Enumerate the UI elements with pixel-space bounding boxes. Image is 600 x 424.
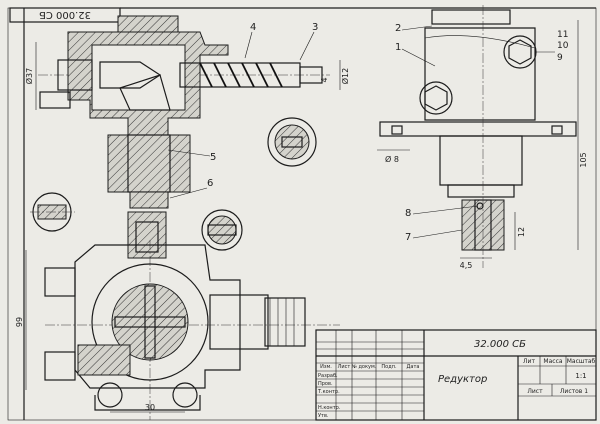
callout-9: 9 [557, 53, 563, 63]
title-block-header-list: Лист [338, 364, 351, 370]
side-view [379, 5, 577, 268]
coupling-part-view [127, 211, 167, 259]
callout-3: 3 [312, 22, 318, 33]
dimension-group-main: Ø37 Ø12 4 [24, 42, 350, 110]
main-section-view [38, 15, 330, 209]
title-block-name: Редуктор [438, 374, 487, 385]
dim-12-vertical: 12 [517, 227, 526, 237]
title-block-row-razrab: Разраб. [318, 373, 338, 379]
title-block-sheets: Листов 1 [560, 388, 588, 395]
title-block-row-nkontr: Н.контр. [318, 405, 341, 411]
section-view-circle-left [30, 192, 75, 232]
section-view-circle-mid [201, 209, 243, 251]
title-block: 32.000 СБ Редуктор Лит Масса Масштаб 1:1… [315, 329, 597, 421]
callout-7: 7 [405, 232, 411, 243]
dimension-group-side: Ø 8 105 12 4,5 [377, 20, 588, 270]
title-block-lit: Лит [523, 358, 535, 365]
section-view-circle-right [267, 117, 317, 167]
callout-group-side: 2 1 11 10 9 8 7 [395, 23, 569, 243]
title-block-row-utv: Утв. [318, 413, 329, 419]
callout-11: 11 [557, 30, 568, 40]
dim-4: 4 [320, 77, 329, 82]
callout-10: 10 [557, 41, 569, 51]
callout-5: 5 [210, 152, 216, 163]
title-block-code: 32.000 СБ [474, 339, 526, 350]
title-block-scale-label: Масштаб [567, 358, 596, 365]
dim-diameter-37: Ø37 [24, 68, 34, 84]
title-block-row-tkontr: Т.контр. [317, 389, 340, 395]
rotated-stamp-code: 32.000 СБ [39, 9, 91, 20]
rotated-stamp: 32.000 СБ [9, 7, 121, 23]
dim-30: 30 [145, 403, 155, 412]
callout-1: 1 [395, 42, 401, 53]
title-block-header-date: Дата [407, 364, 420, 370]
title-block-header-sign: Подп. [381, 364, 397, 370]
title-block-mass: Масса [543, 358, 562, 365]
title-block-sheet: Лист [527, 388, 543, 395]
callout-8: 8 [405, 208, 411, 219]
title-block-row-prov: Пров. [318, 381, 333, 387]
callout-2: 2 [395, 23, 401, 34]
title-block-scale: 1:1 [575, 372, 586, 380]
dimension-group-bottom: 99 30 [15, 250, 185, 413]
dim-99: 99 [15, 317, 24, 327]
callout-4: 4 [250, 22, 256, 33]
bottom-plan-view [44, 240, 340, 420]
dim-4-5: 4,5 [460, 261, 473, 270]
dim-105: 105 [579, 152, 588, 167]
callout-group-main: 4 3 5 6 [167, 22, 318, 199]
dim-diameter-8: Ø 8 [385, 154, 399, 164]
dim-diameter-12: Ø12 [340, 68, 350, 84]
title-block-header-izm: Изм. [320, 364, 332, 370]
title-block-header-doc: № докум. [352, 364, 377, 370]
callout-6: 6 [207, 178, 213, 189]
